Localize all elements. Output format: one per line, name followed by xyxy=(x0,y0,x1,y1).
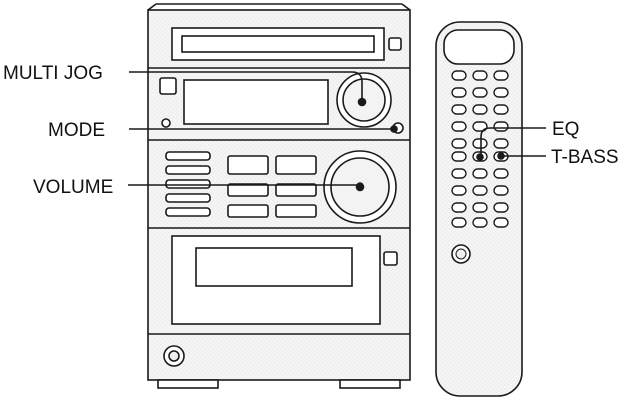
multi-jog-callout-dot xyxy=(358,98,366,106)
remote-button[interactable] xyxy=(493,185,509,196)
eq-callout-line xyxy=(480,127,546,156)
stereo-main-unit xyxy=(147,3,411,389)
cd-tray-slot xyxy=(181,35,375,53)
remote-button[interactable] xyxy=(451,70,467,81)
remote-button[interactable] xyxy=(472,138,488,149)
control-button[interactable] xyxy=(275,155,317,175)
remote-button[interactable] xyxy=(493,87,509,98)
remote-button[interactable] xyxy=(493,104,509,115)
volume-label: VOLUME xyxy=(33,177,113,198)
control-button[interactable] xyxy=(275,183,317,197)
unit-foot-left xyxy=(157,379,219,389)
eject-button[interactable] xyxy=(383,251,398,266)
remote-button[interactable] xyxy=(472,202,488,213)
remote-button[interactable] xyxy=(451,202,467,213)
cassette-deck xyxy=(171,235,381,325)
remote-button[interactable] xyxy=(451,121,467,132)
eq-label: EQ xyxy=(552,119,579,140)
remote-button[interactable] xyxy=(472,70,488,81)
remote-button[interactable] xyxy=(493,202,509,213)
remote-button[interactable] xyxy=(493,168,509,179)
t-bass-callout-dot xyxy=(497,152,505,160)
remote-ir-window xyxy=(443,29,515,65)
remote-button[interactable] xyxy=(472,121,488,132)
unit-foot-right xyxy=(339,379,401,389)
cd-tray xyxy=(171,27,385,61)
function-button[interactable] xyxy=(165,151,211,161)
remote-button[interactable] xyxy=(451,138,467,149)
function-button[interactable] xyxy=(165,207,211,217)
remote-button[interactable] xyxy=(451,185,467,196)
indicator-led xyxy=(161,118,171,128)
remote-button[interactable] xyxy=(493,217,509,228)
multi-jog-callout-line xyxy=(129,71,363,100)
volume-callout-dot xyxy=(356,182,364,190)
remote-button[interactable] xyxy=(451,217,467,228)
remote-button[interactable] xyxy=(451,168,467,179)
eq-callout-dot xyxy=(476,153,484,161)
function-button[interactable] xyxy=(165,179,211,189)
mode-callout-dot xyxy=(390,125,398,133)
remote-button[interactable] xyxy=(493,70,509,81)
remote-button[interactable] xyxy=(451,104,467,115)
t-bass-label: T-BASS xyxy=(551,147,619,168)
left-button-stack xyxy=(165,151,211,217)
remote-button[interactable] xyxy=(472,185,488,196)
remote-button[interactable] xyxy=(472,217,488,228)
remote-button[interactable] xyxy=(472,87,488,98)
headphone-jack xyxy=(163,345,185,367)
multi-jog-label: MULTI JOG xyxy=(3,63,103,84)
control-button[interactable] xyxy=(275,204,317,218)
remote-button[interactable] xyxy=(451,87,467,98)
mode-label: MODE xyxy=(48,120,105,141)
remote-button[interactable] xyxy=(451,151,467,162)
open-close-button[interactable] xyxy=(388,37,402,51)
power-button[interactable] xyxy=(159,77,177,95)
remote-control xyxy=(435,21,523,397)
function-button[interactable] xyxy=(165,165,211,175)
control-button[interactable] xyxy=(227,204,269,218)
cassette-window xyxy=(195,247,353,287)
function-button[interactable] xyxy=(165,193,211,203)
remote-button[interactable] xyxy=(493,121,509,132)
middle-button-grid xyxy=(227,155,317,218)
remote-button[interactable] xyxy=(472,104,488,115)
display-window xyxy=(183,79,329,125)
callout-lines xyxy=(128,71,546,190)
remote-button[interactable] xyxy=(493,138,509,149)
control-button[interactable] xyxy=(227,155,269,175)
control-button[interactable] xyxy=(227,183,269,197)
remote-button[interactable] xyxy=(472,168,488,179)
